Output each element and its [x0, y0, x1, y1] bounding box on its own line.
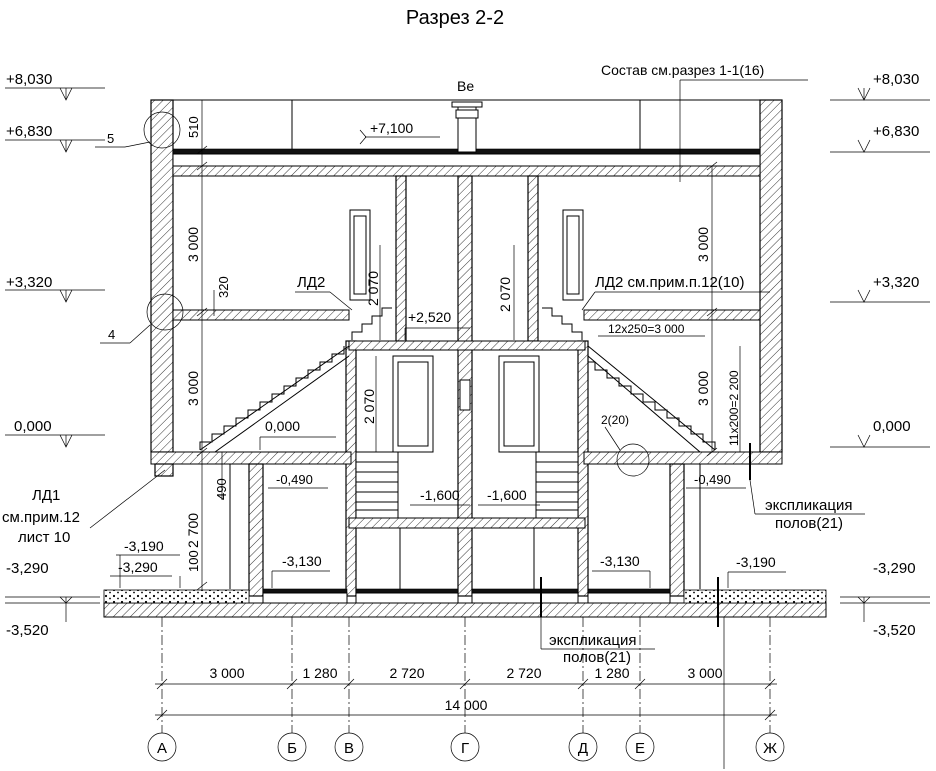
dim-segment: 2 720 [506, 665, 541, 681]
left-wall-upper [150, 99, 174, 453]
dim-total: 14 000 [445, 697, 488, 713]
axis-label: Б [287, 740, 297, 757]
level-label: +3,320 [6, 274, 52, 291]
dim-segment: 1 280 [302, 665, 337, 681]
dim-3000-mid-left: 3 000 [185, 371, 201, 406]
level-basement-left: -1,600 [420, 487, 460, 503]
basement-slab [348, 517, 586, 529]
level-floor-left-c: -3,130 [282, 553, 322, 569]
label-ld2-left: ЛД2 [297, 274, 325, 291]
horizontal-dimensions: 3 000 1 280 2 720 2 720 1 280 3 000 14 0… [155, 665, 777, 721]
dim-3000-mid-right: 3 000 [695, 371, 711, 406]
level-mark: +6,830 [830, 123, 930, 153]
dim-2070-b: 2 070 [497, 277, 513, 312]
label-ld2-right: ЛД2 см.прим.п.12(10) [595, 274, 744, 291]
axis-label: Е [635, 740, 645, 757]
level-mark: -3,290 -3,520 [5, 560, 100, 639]
level-marks-right: +8,030 +6,830 +3,320 0,000 -3,290 -3,520 [830, 71, 930, 639]
label-expl-right-line2: полов(21) [775, 515, 843, 532]
label-expl-bottom-line2: полов(21) [563, 649, 631, 666]
level-mark: +8,030 [5, 71, 105, 101]
basement-stair-left [355, 451, 399, 519]
roof-slab [172, 165, 761, 177]
dim-3000-top-left: 3 000 [185, 227, 201, 262]
ground-slab [150, 451, 352, 465]
level-floor-left-a: -3,190 [124, 538, 164, 554]
dim-segment: 2 720 [389, 665, 424, 681]
dim-2700: 2 700 [185, 513, 201, 548]
level-label: -3,520 [873, 622, 916, 639]
dim-100: 100 [186, 550, 201, 572]
axis-label: Ж [763, 740, 777, 757]
level-mark: -3,290 -3,520 [840, 560, 930, 639]
dim-3000-top-right: 3 000 [695, 227, 711, 262]
right-wall-upper [759, 99, 783, 453]
level-floor-right-a: -3,130 [600, 553, 640, 569]
level-label: +8,030 [6, 71, 52, 88]
level-label: -3,290 [6, 560, 49, 577]
level-label: +3,320 [873, 274, 919, 291]
axis-label: Г [461, 740, 469, 757]
label-ld1-line3: лист 10 [18, 529, 70, 546]
axis-bubbles: А Б В Г Д Е Ж [147, 732, 785, 762]
node-marker-label: 4 [108, 327, 115, 342]
dim-2070-c: 2 070 [361, 389, 377, 424]
axis-lines [161, 617, 771, 769]
level-label: +6,830 [6, 123, 52, 140]
level-floor-left-b: -3,290 [118, 559, 158, 575]
vertical-dimensions: 510 3 000 320 3 000 490 2 700 100 3 000 … [185, 100, 741, 591]
level-mark: +3,320 [5, 274, 105, 303]
level-floor-right-b: -3,190 [736, 554, 776, 570]
label-expl-bottom-line1: экспликация [549, 632, 636, 649]
level-ground-inner: 0,000 [265, 418, 300, 434]
level-label: 0,000 [873, 418, 911, 435]
node-markers: 5 4 2(20) [95, 111, 650, 477]
level-mark: +6,830 [5, 123, 105, 153]
level-label: +8,030 [873, 71, 919, 88]
label-ld1-line2: см.прим.12 [2, 509, 80, 526]
level-basement-right: -1,600 [487, 487, 527, 503]
level-marks-left: +8,030 +6,830 +3,320 0,000 -3,290 -3,520 [5, 71, 105, 639]
annotations: Ве Состав см.разрез 1-1(16) +7,100 +2,52… [2, 62, 865, 666]
axis-label: В [344, 740, 354, 757]
level-mark: +8,030 [830, 71, 930, 101]
vent-label: Ве [457, 78, 474, 94]
level-step-right: -0,490 [694, 472, 731, 487]
dim-320: 320 [216, 276, 231, 298]
dim-segment: 3 000 [209, 665, 244, 681]
landing-slab [348, 340, 586, 351]
stair-run: 12x250=3 000 [608, 322, 685, 336]
drawing-title: Разрез 2-2 [406, 7, 504, 29]
level-label: 0,000 [14, 418, 52, 435]
roof-insulation [172, 153, 761, 167]
axis-label: А [157, 740, 167, 757]
floor-gravel-left [103, 589, 250, 604]
floor-slab-2 [172, 309, 350, 321]
building-section [103, 99, 827, 627]
label-expl-right-line1: экспликация [765, 497, 852, 514]
dim-segment: 1 280 [594, 665, 629, 681]
level-mark: 0,000 [830, 418, 930, 448]
dim-2070-a: 2 070 [365, 271, 381, 306]
level-step-left: -0,490 [276, 472, 313, 487]
node-marker-label: 5 [107, 131, 114, 146]
node-marker-label: 2(20) [601, 413, 629, 427]
level-roof: +7,100 [370, 120, 413, 136]
label-ld1-line1: ЛД1 [32, 487, 60, 504]
dim-490: 490 [214, 478, 229, 500]
roof-note: Состав см.разрез 1-1(16) [601, 62, 764, 78]
axis-label: Д [578, 740, 588, 757]
dim-510: 510 [186, 116, 201, 138]
level-label: -3,290 [873, 560, 916, 577]
level-mark: +3,320 [830, 274, 930, 303]
dim-stair-rise: 11x200=2 200 [727, 370, 741, 446]
dim-segment: 3 000 [687, 665, 722, 681]
level-landing: +2,520 [408, 309, 451, 325]
level-label: -3,520 [6, 622, 49, 639]
basement-stair-right [535, 451, 579, 519]
level-label: +6,830 [873, 123, 919, 140]
level-mark: 0,000 [5, 418, 105, 448]
